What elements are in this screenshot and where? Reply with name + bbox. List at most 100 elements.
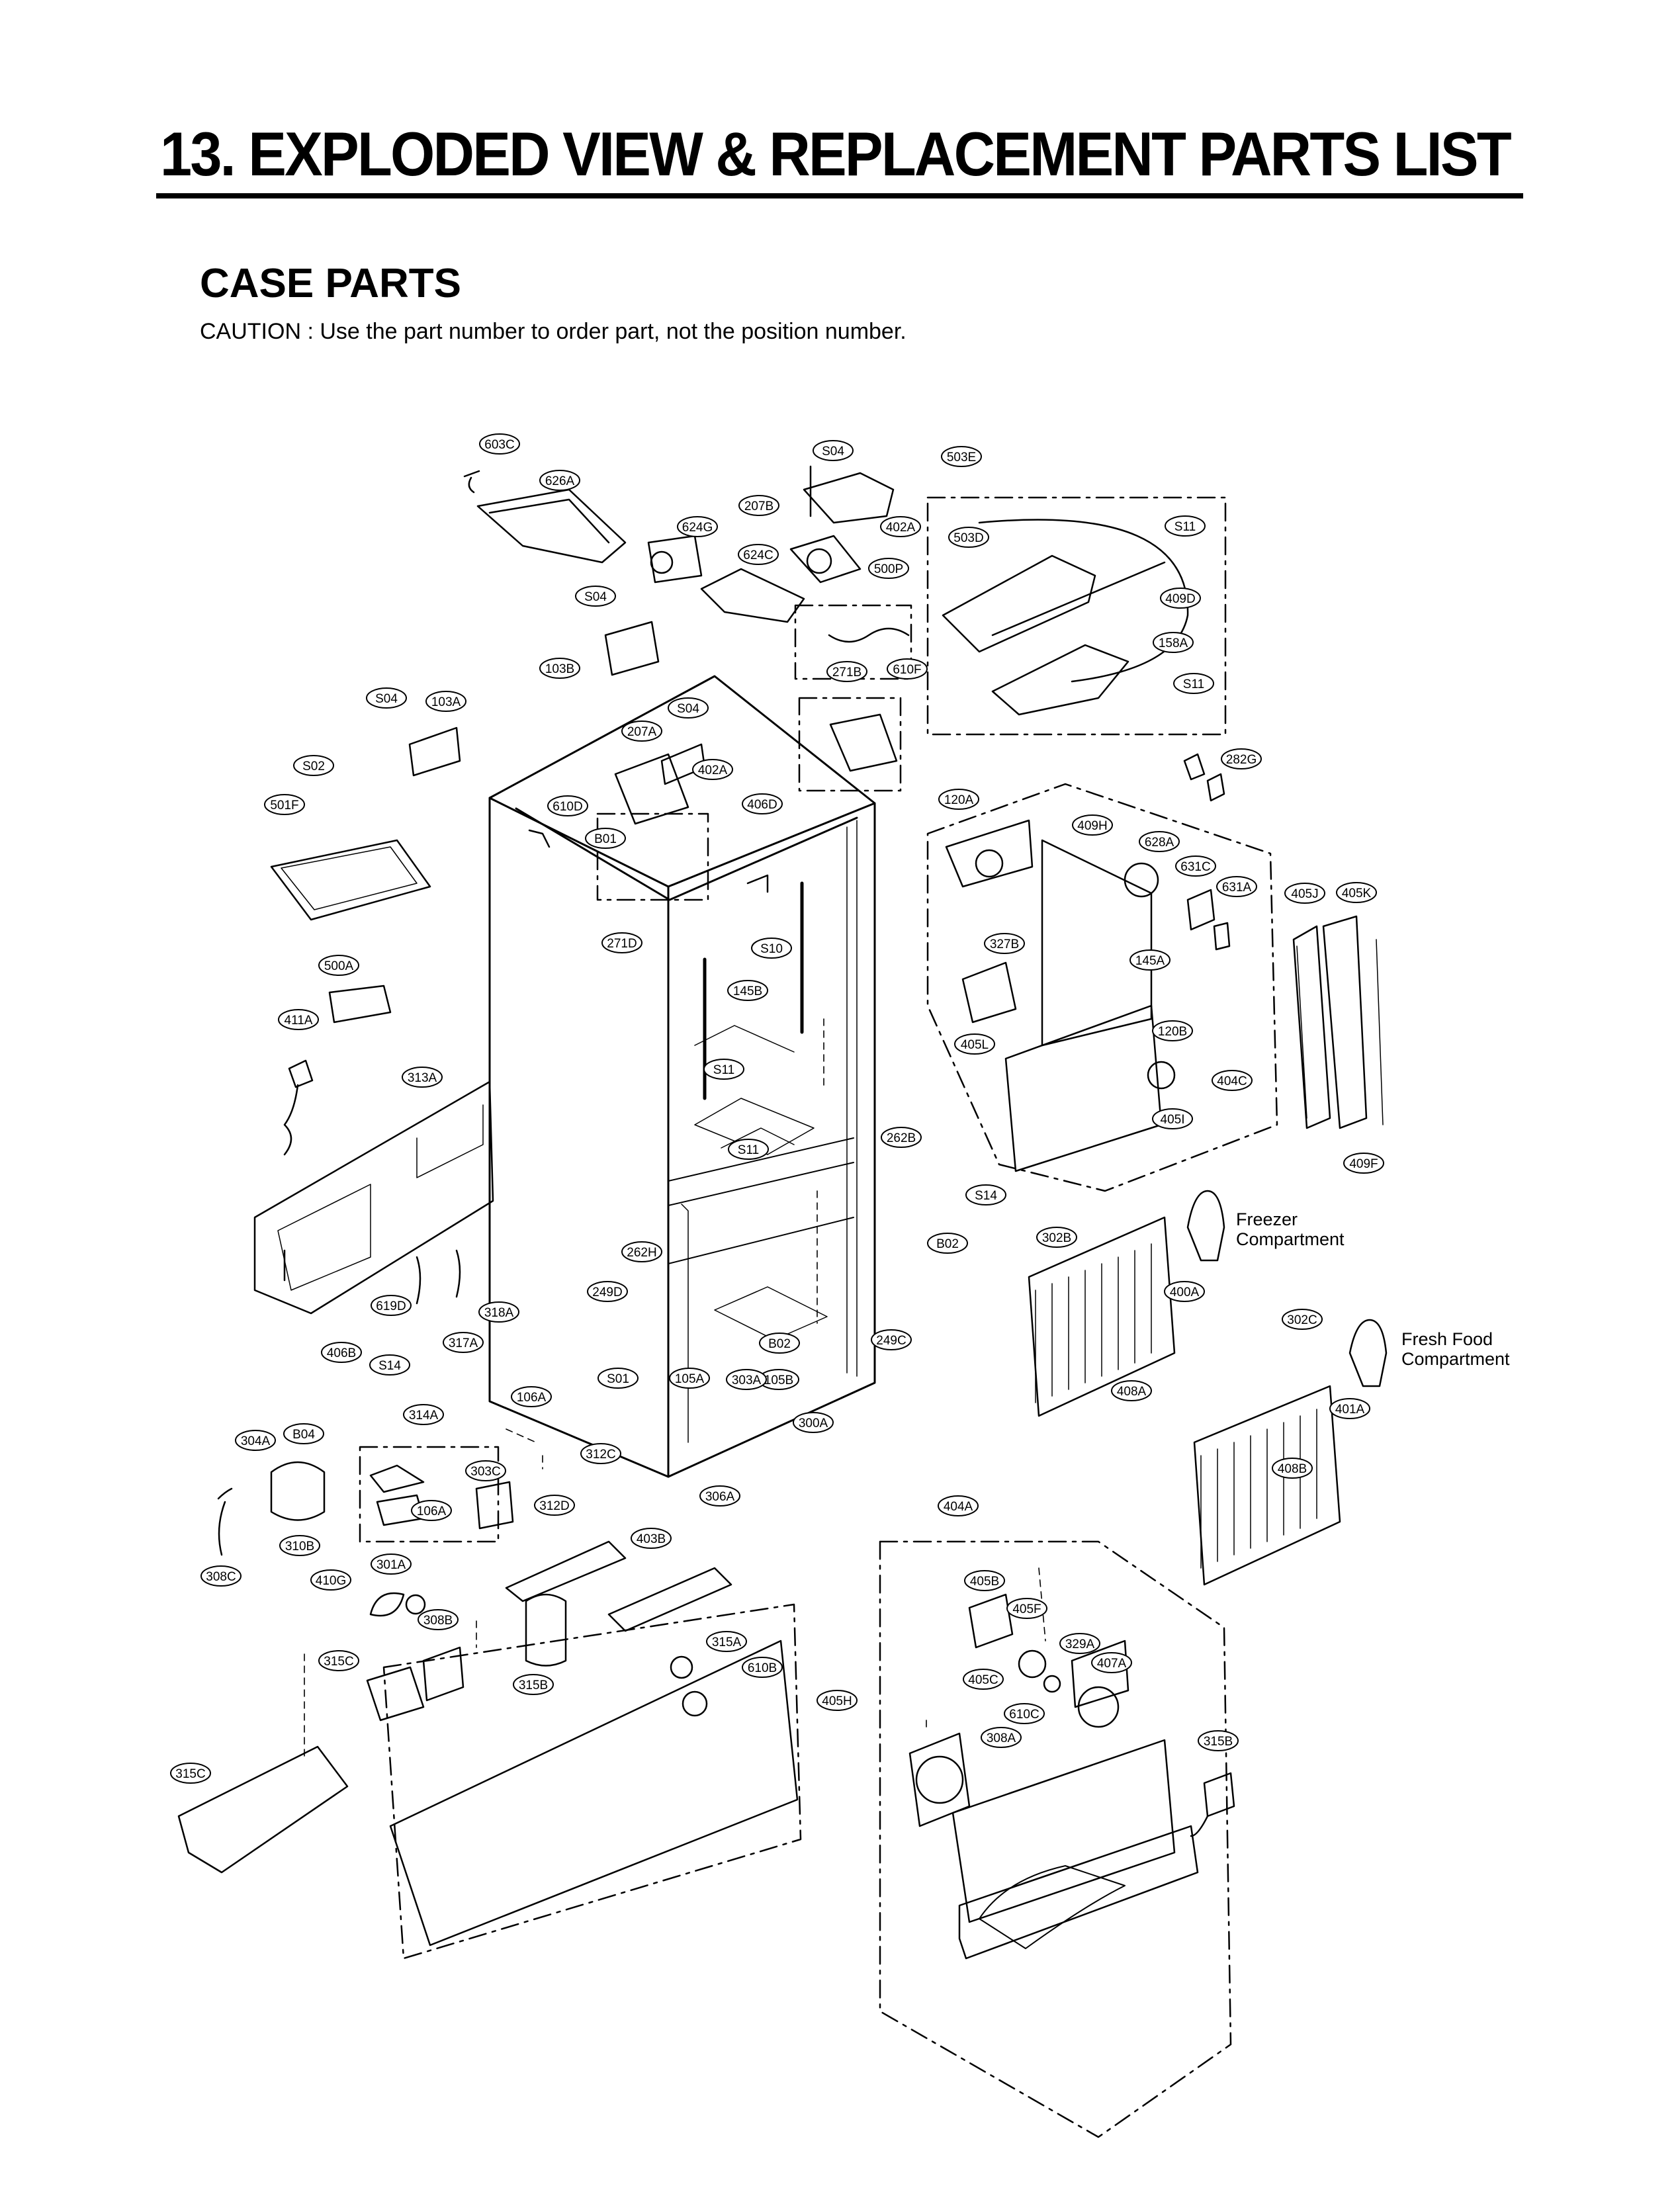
callout-oval	[941, 446, 982, 467]
callout-label: 626A	[545, 474, 575, 488]
callout-501f: 501F	[264, 794, 305, 815]
callout-s04: S04	[366, 687, 407, 709]
callout-oval	[621, 721, 662, 742]
callout-label: 610B	[748, 1661, 777, 1675]
callout-oval	[817, 1690, 858, 1711]
callout-label: S11	[1174, 520, 1196, 534]
callout-262h: 262H	[621, 1241, 662, 1262]
callout-label: 405K	[1342, 887, 1372, 900]
callout-406d: 406D	[742, 793, 783, 814]
callout-oval	[534, 1495, 575, 1516]
callout-405k: 405K	[1336, 882, 1377, 903]
callout-409d: 409D	[1160, 588, 1201, 609]
callout-oval	[597, 1368, 639, 1389]
callout-624c: 624C	[738, 544, 779, 565]
callout-oval	[1343, 1153, 1384, 1174]
callout-301a: 301A	[371, 1553, 412, 1575]
callout-410g: 410G	[310, 1569, 351, 1591]
callout-label: 301A	[376, 1558, 406, 1572]
callout-oval	[478, 1301, 519, 1323]
callout-oval	[371, 1553, 412, 1575]
callout-label: 405F	[1012, 1602, 1041, 1616]
callout-oval	[170, 1763, 211, 1784]
callout-308a: 308A	[981, 1727, 1022, 1748]
callout-145a: 145A	[1129, 949, 1171, 971]
callout-314a: 314A	[403, 1404, 444, 1425]
callout-s04: S04	[575, 586, 616, 607]
callout-249c: 249C	[871, 1329, 912, 1350]
callout-oval	[826, 661, 867, 682]
callout-b02: B02	[927, 1233, 968, 1254]
callout-label: 411A	[285, 1014, 313, 1028]
callout-120a: 120A	[938, 789, 979, 810]
callout-402a: 402A	[880, 516, 921, 537]
group-boxes	[359, 496, 1278, 2138]
callout-label: 409D	[1165, 592, 1195, 606]
callout-103b: 103B	[539, 658, 580, 679]
callout-label: 401A	[1335, 1403, 1365, 1417]
callout-s11: S11	[728, 1139, 769, 1160]
callout-oval	[963, 1669, 1004, 1690]
callout-626a: 626A	[539, 470, 580, 491]
compartment-notes: Freezer Compartment Fresh Food Compartme…	[1236, 1209, 1510, 1369]
callout-b02: B02	[759, 1333, 800, 1354]
callout-label: 405B	[970, 1575, 999, 1589]
callout-oval	[793, 1412, 834, 1433]
callout-271b: 271B	[826, 661, 867, 682]
callout-oval	[692, 759, 733, 780]
callout-411a: 411A	[278, 1009, 319, 1030]
callout-oval	[425, 691, 466, 712]
callout-631a: 631A	[1216, 876, 1257, 897]
callout-label: 402A	[886, 521, 916, 535]
callout-label: 407A	[1097, 1657, 1127, 1671]
callout-262b: 262B	[881, 1127, 922, 1148]
callout-oval	[938, 789, 979, 810]
callout-315c: 315C	[318, 1650, 359, 1671]
callout-oval	[1164, 1281, 1205, 1302]
callout-label: S04	[822, 445, 844, 459]
callout-oval	[759, 1333, 800, 1354]
callout-label: S11	[713, 1063, 734, 1077]
callout-label: 503E	[947, 451, 976, 464]
callout-label: 500A	[324, 959, 354, 973]
callout-label: 145B	[733, 985, 762, 998]
callout-label: 315C	[175, 1767, 205, 1781]
callout-label: 410G	[316, 1574, 346, 1588]
callout-label: 631A	[1222, 881, 1252, 895]
callout-313a: 313A	[402, 1067, 443, 1088]
callout-624g: 624G	[677, 516, 718, 537]
callout-label: 145A	[1135, 954, 1165, 968]
callout-oval	[1059, 1633, 1100, 1654]
callout-label: 610D	[553, 800, 582, 814]
callout-282g: 282G	[1221, 748, 1262, 769]
callout-401a: 401A	[1329, 1398, 1370, 1419]
callout-106a: 106A	[511, 1386, 552, 1407]
callout-oval	[279, 1535, 320, 1556]
callout-304a: 304A	[235, 1430, 276, 1451]
callout-b04: B04	[283, 1423, 324, 1444]
callout-label: 409H	[1077, 819, 1107, 833]
callout-s01: S01	[597, 1368, 639, 1389]
callout-label: 405H	[822, 1694, 852, 1708]
callout-308c: 308C	[200, 1565, 242, 1587]
callout-oval	[403, 1404, 444, 1425]
callout-409h: 409H	[1072, 814, 1113, 836]
callout-label: 624C	[743, 548, 773, 562]
callout-label: 249C	[876, 1334, 906, 1348]
callout-label: 308C	[206, 1570, 236, 1584]
callout-405h: 405H	[817, 1690, 858, 1711]
callout-oval	[1152, 1108, 1193, 1129]
callout-oval	[868, 558, 909, 579]
callout-label: 120B	[1158, 1025, 1187, 1039]
callout-label: S11	[738, 1143, 759, 1157]
callout-label: B02	[768, 1337, 791, 1351]
callout-label: 406B	[327, 1346, 356, 1360]
caution-note: CAUTION : Use the part number to order p…	[200, 319, 906, 344]
callout-oval	[411, 1500, 452, 1521]
callout-103a: 103A	[425, 691, 466, 712]
callout-label: 315B	[519, 1679, 548, 1692]
callout-327b: 327B	[984, 933, 1025, 954]
callout-layer: 603C626AS04207B402A624G624C500P503E503DS…	[170, 433, 1384, 1784]
callout-631c: 631C	[1175, 855, 1216, 877]
callout-503d: 503D	[948, 527, 989, 548]
